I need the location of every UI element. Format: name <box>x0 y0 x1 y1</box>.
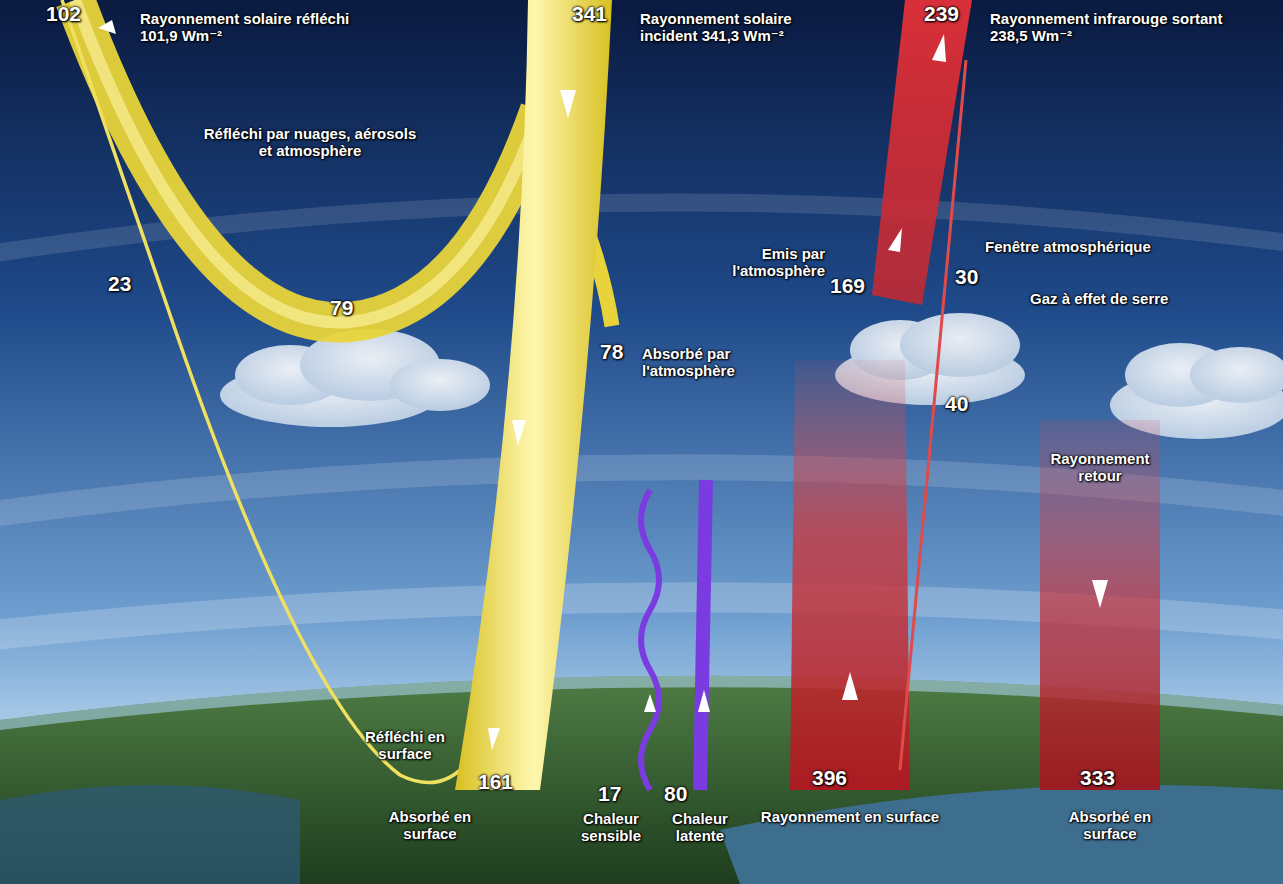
reflected-cloud-beam <box>75 0 540 322</box>
flux-label: Rayonnement solaire réfléchi 101,9 Wm⁻² <box>140 10 370 45</box>
back-radiation-beam <box>1040 420 1160 790</box>
flux-label: Rayonnement infrarouge sortant 238,5 Wm⁻… <box>990 10 1260 45</box>
flux-label: Chaleur sensible <box>566 810 656 845</box>
water <box>720 785 1283 884</box>
flux-label: Rayonnement en surface <box>760 808 940 825</box>
flux-value: 161 <box>478 770 513 794</box>
incident-solar-beam <box>455 0 612 790</box>
water <box>0 785 300 884</box>
flux-value: 80 <box>664 782 687 806</box>
flux-value: 78 <box>600 340 623 364</box>
flux-value: 333 <box>1080 766 1115 790</box>
flux-label: Réfléchi par nuages, aérosols et atmosph… <box>200 125 420 160</box>
flux-label: Absorbé en surface <box>1050 808 1170 843</box>
reflected-surface-beam <box>62 0 468 783</box>
flux-label: Fenêtre atmosphérique <box>985 238 1215 255</box>
flux-value: 17 <box>598 782 621 806</box>
flow-arrows <box>98 20 576 750</box>
flux-label: Réfléchi en surface <box>345 728 465 763</box>
flux-value: 396 <box>812 766 847 790</box>
flux-value: 169 <box>830 274 865 298</box>
flux-value: 239 <box>924 2 959 26</box>
flux-value: 30 <box>955 265 978 289</box>
flux-value: 79 <box>330 296 353 320</box>
flux-label: Emis par l'atmosphère <box>705 245 825 280</box>
flux-label: Chaleur latente <box>660 810 740 845</box>
flux-label: Absorbé par l'atmosphère <box>642 345 782 380</box>
flux-value: 102 <box>46 2 81 26</box>
flux-value: 341 <box>572 2 607 26</box>
reflected-cloud-beam <box>75 0 540 322</box>
sensible-heat-flow <box>641 490 659 790</box>
flow-arrows <box>644 690 710 712</box>
flux-label: Absorbé en surface <box>370 808 490 843</box>
outgoing-infrared-beam <box>872 0 972 305</box>
flux-value: 40 <box>945 392 968 416</box>
flux-value: 23 <box>108 272 131 296</box>
flux-label: Rayonnement retour <box>1048 450 1152 485</box>
flux-label: Rayonnement solaire incident 341,3 Wm⁻² <box>640 10 840 45</box>
surface-radiation-beam <box>790 360 910 790</box>
flux-label: Gaz à effet de serre <box>1030 290 1260 307</box>
latent-heat-flow <box>700 480 706 790</box>
flow-arrows <box>842 34 1108 700</box>
